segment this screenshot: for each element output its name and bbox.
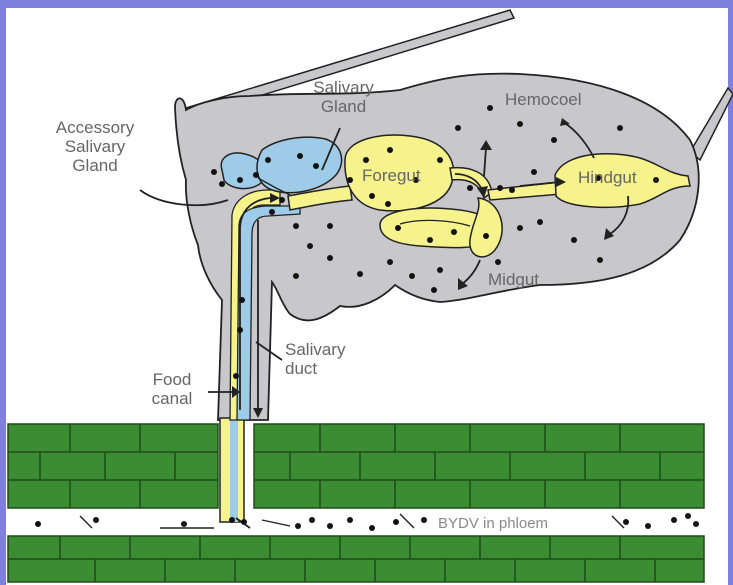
label-salivary-gland: Salivary Gland — [296, 78, 391, 116]
plant-tissue-upper — [8, 424, 704, 508]
label-foregut: Foregut — [362, 166, 421, 185]
label-midgut: Midgut — [488, 270, 539, 289]
label-hindgut: Hindgut — [578, 168, 637, 187]
label-salivary-duct: Salivary duct — [285, 340, 345, 378]
label-bydv-in-phloem: BYDV in phloem — [436, 515, 550, 532]
label-accessory-salivary-gland: Accessory Salivary Gland — [40, 118, 150, 175]
stylet-blue-lower — [230, 418, 238, 522]
label-food-canal: Food canal — [140, 370, 204, 408]
label-hemocoel: Hemocoel — [505, 90, 582, 109]
